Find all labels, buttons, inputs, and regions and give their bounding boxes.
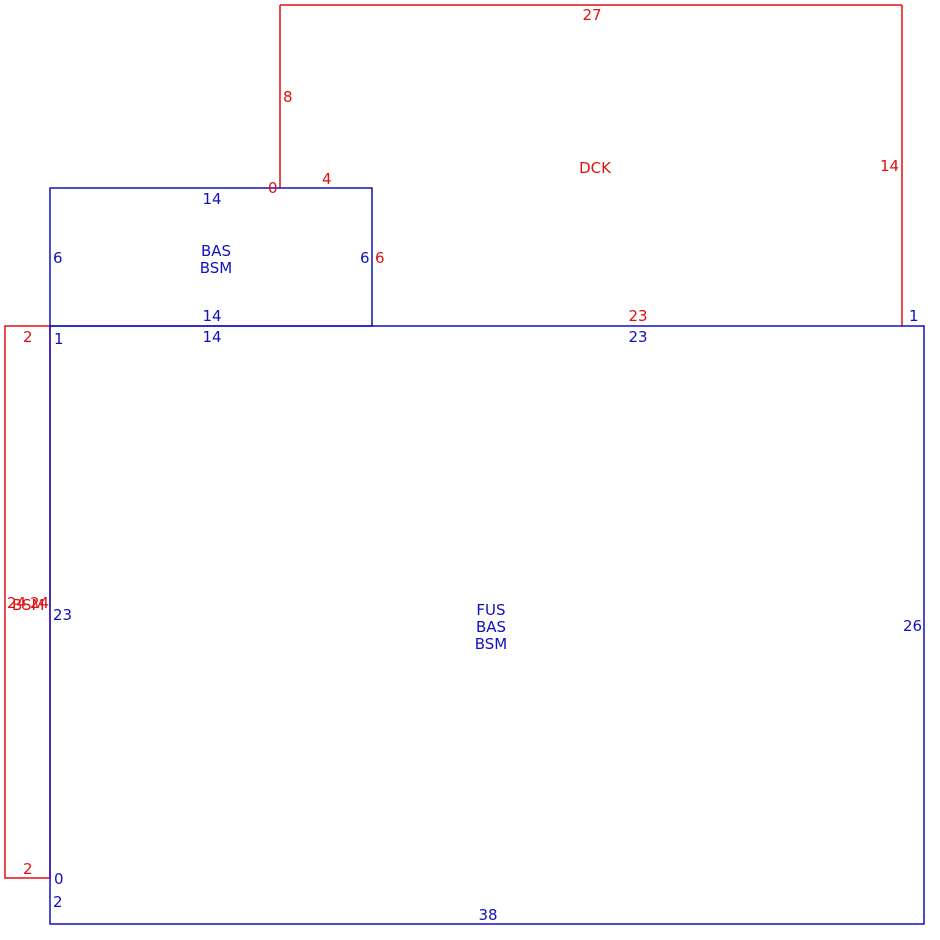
bas-bsm-bottom-dimension: 14 — [202, 307, 221, 325]
dck-name-label: DCK — [579, 159, 612, 177]
bas-bsm-name-line1: BAS — [201, 242, 231, 260]
dck-left-lower-end: 4 — [322, 170, 332, 188]
bas-bsm-top-dimension: 14 — [202, 190, 221, 208]
dck-bottom-dimension: 23 — [628, 307, 647, 325]
dck-top-dimension: 27 — [582, 6, 601, 24]
side-bsm-right-dimension: 24 — [30, 594, 49, 612]
side-bsm-bottom-dimension: 2 — [23, 860, 33, 878]
main-name-line2: BAS — [476, 618, 506, 636]
main-bottom-dimension: 38 — [478, 906, 497, 924]
main-top-right-dimension: 23 — [628, 328, 647, 346]
dck-step-dimension: 6 — [375, 249, 385, 267]
bas-bsm-right-dimension: 6 — [360, 249, 370, 267]
main-corner-bottom-left: 0 — [54, 870, 64, 888]
dck-corner-dimension: 1 — [909, 307, 919, 325]
dck-outline — [279, 4, 903, 326]
side-bsm-top-dimension: 2 — [23, 328, 33, 346]
main-left-dimension: 23 — [53, 606, 72, 624]
main-name-line3: BSM — [475, 635, 508, 653]
bas-bsm-name-line2: BSM — [200, 259, 233, 277]
side-bsm-left-dimension: 24 — [7, 594, 26, 612]
main-right-dimension: 26 — [903, 617, 922, 635]
dck-left-lower-start: 0 — [268, 179, 278, 197]
main-area-outline — [49, 325, 925, 925]
bas-bsm-left-dimension: 6 — [53, 249, 63, 267]
dck-right-dimension: 14 — [880, 157, 899, 175]
dck-left-upper-dimension: 8 — [283, 88, 293, 106]
main-bottom-left-below: 2 — [53, 893, 63, 911]
side-bsm-name-label: BSM — [12, 596, 45, 614]
main-top-left-dimension: 14 — [202, 328, 221, 346]
main-name-line1: FUS — [476, 601, 505, 619]
main-corner-top-left: 1 — [54, 330, 64, 348]
